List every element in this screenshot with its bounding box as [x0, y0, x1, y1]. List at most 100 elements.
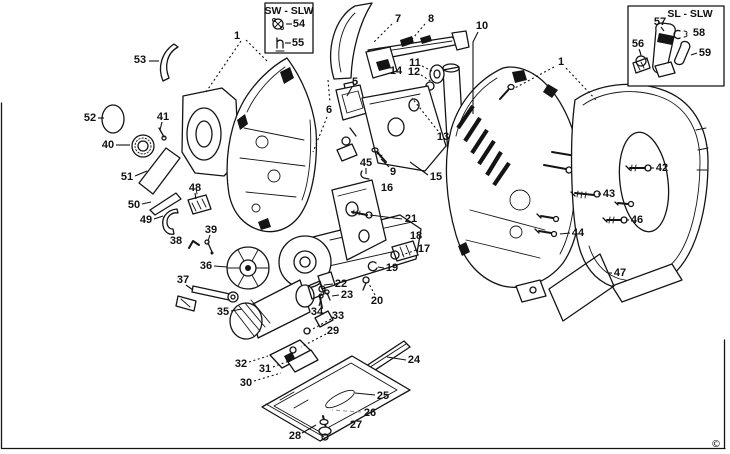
leader-line-6 — [327, 79, 331, 104]
part-label-46: 46 — [631, 214, 643, 226]
handle-cover — [570, 83, 709, 303]
switch-part — [335, 81, 368, 121]
left-housing-shell — [226, 57, 318, 233]
part-label-7: 7 — [395, 13, 401, 25]
part-label-24: 24 — [408, 354, 421, 366]
roller-59-icon — [673, 40, 691, 66]
inset-box-sl: SL - SLW — [627, 5, 725, 87]
part-label-50: 50 — [128, 199, 140, 211]
levers-30-31-32 — [269, 339, 319, 373]
pin-20 — [362, 276, 370, 291]
part-label-21: 21 — [405, 213, 417, 225]
clip-58-icon — [673, 29, 688, 40]
lock-button-57-icon — [652, 22, 676, 78]
copyright-mark: © — [711, 439, 721, 450]
leader-line-26 — [331, 409, 362, 413]
leader-line-57 — [660, 26, 665, 32]
strip-50 — [149, 192, 182, 216]
part-label-54: 54 — [293, 18, 306, 30]
part-label-51: 51 — [121, 171, 133, 183]
part-label-52: 52 — [84, 112, 96, 124]
leader-line-44 — [559, 232, 571, 235]
part-label-26: 26 — [364, 407, 376, 419]
part-label-9: 9 — [390, 166, 396, 178]
part-label-31: 31 — [259, 363, 271, 375]
bolt-28 — [318, 415, 332, 441]
part-label-32: 32 — [235, 358, 247, 370]
part-label-55: 55 — [292, 37, 304, 49]
screw-9 — [371, 147, 387, 163]
part-label-39: 39 — [205, 224, 217, 236]
part-label-1: 1 — [558, 56, 564, 68]
leader-line-8 — [406, 23, 426, 46]
leader-line-31 — [272, 360, 290, 368]
leader-line-19 — [377, 266, 385, 269]
left-motor-housing — [181, 57, 318, 233]
part-label-28: 28 — [289, 430, 301, 442]
part-label-23: 23 — [341, 289, 353, 301]
part-label-58: 58 — [693, 27, 705, 39]
part-label-47: 47 — [614, 267, 626, 279]
leader-line-21 — [369, 214, 403, 220]
page-border — [0, 102, 726, 450]
part-label-25: 25 — [377, 390, 389, 402]
leader-line-22 — [323, 283, 334, 286]
part-label-10: 10 — [476, 20, 488, 32]
clip-45 — [360, 170, 370, 180]
circlip-19 — [367, 261, 378, 272]
part-label-6: 6 — [326, 104, 332, 116]
inset-sl-title: SL - SLW — [667, 8, 712, 20]
screw-21 — [351, 209, 373, 219]
part-label-43: 43 — [603, 188, 615, 200]
armature-and-fan — [175, 246, 326, 340]
leader-line-10 — [472, 31, 479, 114]
part-label-41: 41 — [157, 111, 169, 123]
part-label-59: 59 — [699, 47, 711, 59]
leader-line-28 — [301, 424, 317, 434]
c-clip-49 — [162, 208, 179, 235]
leader-line-25 — [354, 392, 376, 396]
part-label-36: 36 — [200, 260, 212, 272]
leader-line-20 — [367, 281, 376, 296]
part-label-18: 18 — [410, 230, 422, 242]
part-label-20: 20 — [371, 295, 383, 307]
leader-line-50 — [141, 201, 152, 205]
brush-holder-48 — [187, 187, 212, 215]
inset-sw-title: SW - SLW — [265, 5, 314, 17]
screw-43 — [570, 190, 601, 199]
right-motor-housing — [445, 66, 584, 303]
part-label-27: 27 — [350, 419, 362, 431]
part-label-48: 48 — [189, 182, 201, 194]
leader-line-11 — [421, 65, 435, 73]
part-label-33: 33 — [332, 310, 344, 322]
warning-label-sticker — [548, 253, 615, 322]
leader-line-51 — [134, 170, 148, 177]
leader-line-12 — [420, 74, 433, 83]
part-label-15: 15 — [430, 171, 442, 183]
leader-line-5 — [346, 86, 353, 97]
leader-line-23 — [331, 294, 340, 297]
part-label-19: 19 — [386, 262, 398, 274]
lead-wire-38 — [188, 240, 200, 249]
leader-line-32 — [248, 355, 269, 363]
switch-linkage-parts — [336, 127, 358, 162]
part-label-22: 22 — [335, 278, 347, 290]
leader-line-49 — [153, 215, 164, 220]
screw-46 — [602, 216, 628, 224]
o-ring-52 — [101, 104, 125, 134]
screw-39 — [204, 239, 214, 255]
part-label-49: 49 — [140, 214, 152, 226]
part-label-45: 45 — [360, 157, 372, 169]
screws-44 — [534, 213, 560, 238]
leader-line-1 — [512, 66, 555, 90]
part-label-13: 13 — [437, 131, 449, 143]
leader-line-1 — [245, 39, 269, 63]
leader-line-59 — [690, 52, 698, 56]
part-label-44: 44 — [572, 227, 585, 239]
part-label-17: 17 — [418, 243, 430, 255]
spindle-bracket-parts — [360, 63, 465, 180]
shaft-37 — [175, 285, 239, 312]
leader-line-1 — [205, 40, 242, 93]
leader-line-1 — [565, 67, 597, 101]
